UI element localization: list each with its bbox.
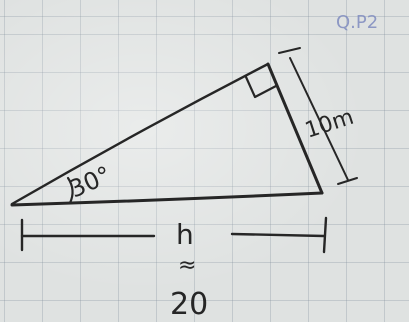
side-dimension-tick-top (278, 47, 301, 54)
height-value-label: 20 (170, 287, 208, 322)
right-angle-marker (244, 75, 278, 99)
base-line (10, 191, 324, 207)
side-dimension-tick-bottom (337, 177, 358, 185)
angle-label: 30° (65, 161, 115, 204)
h-dimension-right-line (230, 232, 326, 238)
hypotenuse-line (10, 62, 270, 206)
side-length-label: 10m (302, 105, 357, 144)
approx-symbol: ≈ (178, 253, 196, 278)
angle-arc (66, 176, 74, 205)
h-dimension-right-tick (322, 216, 328, 254)
side-dimension-line (289, 57, 349, 181)
right-side-line (266, 62, 324, 195)
corner-note: Q.P2 (336, 12, 379, 33)
height-variable-label: h (176, 218, 194, 251)
